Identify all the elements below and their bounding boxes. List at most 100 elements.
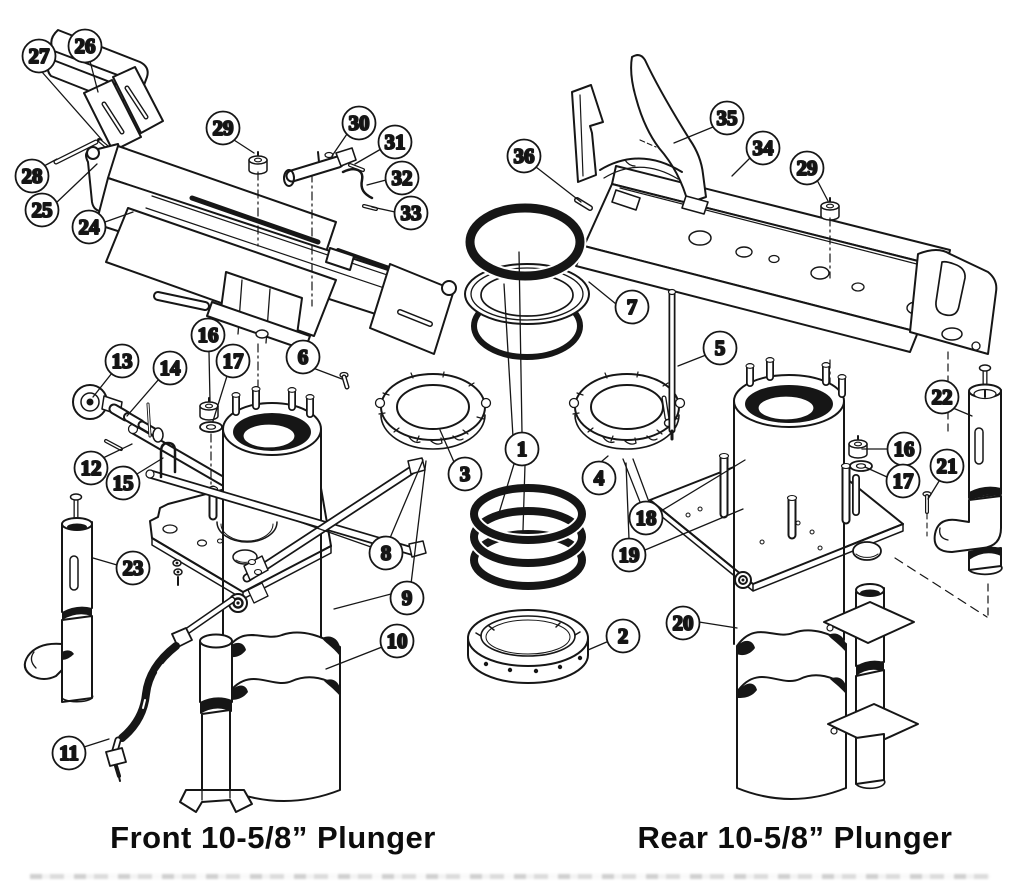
callout-leader-31 xyxy=(354,148,382,165)
rear-plate-studs xyxy=(718,452,852,540)
callout-leader-29 xyxy=(233,139,255,154)
callout-number-26: 26 xyxy=(75,34,96,58)
callout-balloon-24 xyxy=(71,209,107,245)
callout-leader-23 xyxy=(92,557,118,566)
callout-leader-18 xyxy=(632,458,650,503)
callout-balloon-17 xyxy=(885,463,921,499)
callout-leader-17 xyxy=(864,466,888,478)
rear-cylinder-studs xyxy=(745,357,847,398)
callout-number-6: 6 xyxy=(298,345,309,369)
pin-21 xyxy=(922,491,932,537)
callout-number-4: 4 xyxy=(594,466,605,490)
washer-17-left xyxy=(199,421,223,433)
callout-number-30: 30 xyxy=(349,111,370,135)
rear-cylinder xyxy=(733,374,845,645)
callout-balloon-20 xyxy=(665,605,701,641)
nut-16-right xyxy=(848,435,868,459)
callout-leader-1 xyxy=(518,251,523,434)
callout-leader-11 xyxy=(83,738,110,748)
callout-balloon-36 xyxy=(506,138,542,174)
callout-leader-3 xyxy=(439,429,455,463)
callout-number-8: 8 xyxy=(381,541,392,565)
packing-nut-3 xyxy=(374,371,492,450)
callout-leader-27 xyxy=(41,71,103,141)
callout-balloon-15 xyxy=(105,465,141,501)
callout-balloon-3 xyxy=(447,456,483,492)
callout-leader-28 xyxy=(43,158,58,167)
callout-balloon-25 xyxy=(24,192,60,228)
callout-leader-1 xyxy=(498,463,515,514)
nut-29-left xyxy=(248,151,268,175)
callout-leader-2 xyxy=(587,640,610,651)
oring-set-1 xyxy=(468,482,588,590)
handle-23 xyxy=(23,493,94,703)
callout-number-14: 14 xyxy=(160,356,182,380)
latch-assembly xyxy=(283,147,378,211)
callout-number-13: 13 xyxy=(112,349,133,373)
callout-balloon-30 xyxy=(341,105,377,141)
callout-number-23: 23 xyxy=(123,556,144,580)
callout-number-11: 11 xyxy=(59,741,79,765)
callout-leader-26 xyxy=(89,60,99,93)
callout-balloon-4 xyxy=(581,460,617,496)
callout-leader-18 xyxy=(660,459,746,512)
callout-number-3: 3 xyxy=(460,462,471,486)
callout-number-18: 18 xyxy=(636,506,657,530)
callout-balloon-11 xyxy=(51,735,87,771)
callout-balloon-8 xyxy=(368,535,404,571)
pin-5 xyxy=(667,288,677,441)
callout-leader-1 xyxy=(503,283,514,438)
callout-balloon-19 xyxy=(611,537,647,573)
callout-balloon-5 xyxy=(702,330,738,366)
callout-balloon-17 xyxy=(215,343,251,379)
callout-leader-8 xyxy=(296,520,372,548)
callout-number-28: 28 xyxy=(22,164,43,188)
callout-balloon-9 xyxy=(389,580,425,616)
plunger-rod xyxy=(179,633,253,813)
callout-leader-12 xyxy=(102,443,133,459)
front-frame-assembly xyxy=(47,29,457,393)
callout-balloon-14 xyxy=(152,350,188,386)
callout-leader-7 xyxy=(588,281,617,305)
callout-number-35: 35 xyxy=(717,106,738,130)
callout-number-12: 12 xyxy=(81,456,102,480)
guide-tube-assembly xyxy=(823,583,919,790)
callout-number-25: 25 xyxy=(32,198,53,222)
callout-balloon-35 xyxy=(709,100,745,136)
callout-number-15: 15 xyxy=(113,471,134,495)
callout-leader-21 xyxy=(927,477,942,500)
callout-leader-35 xyxy=(673,126,714,144)
callout-number-36: 36 xyxy=(514,144,535,168)
callout-leader-24 xyxy=(104,211,134,223)
callout-number-17: 17 xyxy=(223,349,244,373)
seal-ring-stack xyxy=(339,197,686,684)
callout-balloon-2 xyxy=(605,618,641,654)
callout-leader-25 xyxy=(55,163,98,204)
bushing-stack-14 xyxy=(108,403,164,443)
callout-leader-19 xyxy=(644,508,744,551)
callout-leader-22 xyxy=(952,407,973,417)
front-plunger-assembly xyxy=(23,384,427,813)
handle-22 xyxy=(933,364,1003,576)
callout-balloon-29 xyxy=(205,110,241,146)
washer-17-right xyxy=(849,460,873,472)
nut-16-left xyxy=(199,397,219,421)
callout-number-5: 5 xyxy=(715,336,726,360)
hose-11 xyxy=(105,596,236,782)
callout-balloon-16 xyxy=(190,317,226,353)
callout-leader-16 xyxy=(208,351,211,402)
callout-leader-20 xyxy=(698,621,738,629)
caption-rear-plunger: Rear 10-5/8” Plunger xyxy=(637,820,953,855)
callout-leader-36 xyxy=(535,166,582,203)
callout-number-1: 1 xyxy=(517,437,528,461)
callout-balloon-21 xyxy=(929,448,965,484)
callout-number-24: 24 xyxy=(79,215,101,239)
callout-leader-29 xyxy=(816,179,829,202)
callout-balloon-26 xyxy=(67,28,103,64)
callout-balloon-1 xyxy=(504,431,540,467)
callout-number-22: 22 xyxy=(932,385,953,409)
nut-29-right xyxy=(820,197,840,221)
callout-leader-13 xyxy=(92,372,113,398)
callout-leader-9 xyxy=(410,460,427,585)
